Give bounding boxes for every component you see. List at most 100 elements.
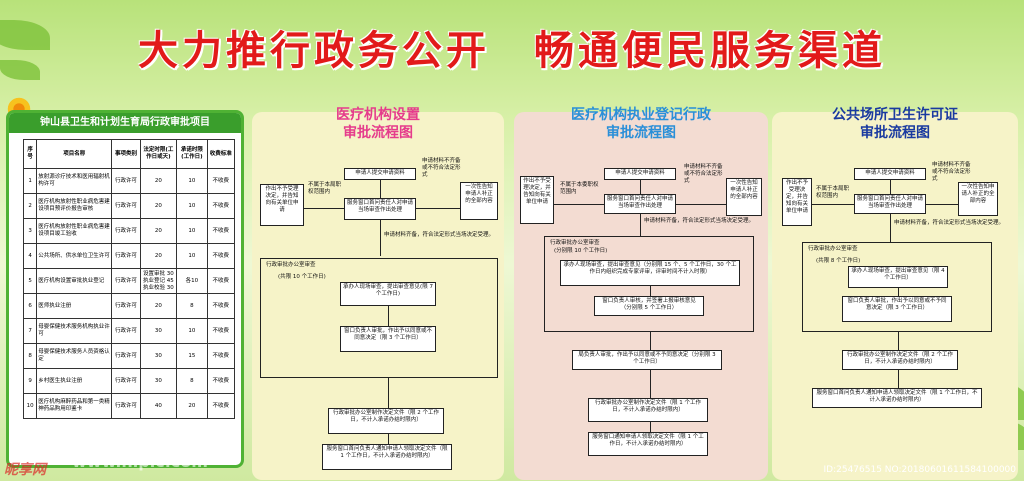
table-cell: 不收费 <box>206 293 236 319</box>
doc-box: 行政审批办公室制作决定文件（限 2 个工作日，不计入承诺办结时限内） <box>842 350 958 370</box>
reject-box: 作出不予受理决定，并告知向有关单位申请 <box>520 176 554 224</box>
table-cell: 不收费 <box>206 343 236 369</box>
table-cell: 20 <box>139 293 178 319</box>
table-cell: 4 <box>22 243 38 269</box>
header-cell: 承诺时限(工作日) <box>176 139 208 169</box>
table-cell: 医疗机构设置审批执业登记 <box>36 268 113 294</box>
not-scope-label: 不属于本局职权范围内 <box>308 182 342 195</box>
table-cell: 不收费 <box>206 193 236 219</box>
doc-box: 行政审批办公室制作决定文件（限 2 个工作日，不计入承诺办结时限内） <box>328 408 444 434</box>
office-review-group <box>802 242 992 332</box>
office-review-group <box>544 236 754 332</box>
table-cell: 10 <box>22 393 38 419</box>
site-review-box: 承办人现场审查，提出审查意见(限 7 个工作日) <box>340 282 436 306</box>
table-cell: 2 <box>22 193 38 219</box>
final-box: 服务窗口首问负责人通知申请人领取决定文件（限 1 个工作日，不计入承诺办结时限内… <box>812 388 982 408</box>
table-cell: 3 <box>22 218 38 244</box>
table-cell: 20 <box>139 218 178 244</box>
table-cell: 10 <box>176 193 208 219</box>
table-cell: 40 <box>139 393 178 419</box>
leader-review-box: 窗口负责人审核，并签署上报审核意见（分别限 5 个工作日） <box>594 296 704 316</box>
approval-items-panel: 钟山县卫生和计划生育局行政审批项目 序号 项目名称 事项类别 法定时限(工作日或… <box>6 110 244 468</box>
table-cell: 7 <box>22 318 38 344</box>
table-cell: 不收费 <box>206 243 236 269</box>
flow-title: 医疗机构执业登记行政 <box>571 107 711 123</box>
doc-box: 行政审批办公室制作决定文件（限 1 个工作日，不计入承诺办结时限内） <box>588 398 708 422</box>
table-cell: 10 <box>176 168 208 194</box>
header-cell: 项目名称 <box>36 139 113 169</box>
table-cell: 8 <box>176 293 208 319</box>
table-cell: 8 <box>176 368 208 394</box>
accept-label: 申请材料齐备，符合法定形式当场决定受理。 <box>644 218 755 224</box>
leader-approve-box: 窗口负责人审批，作出予以同意或不同意决定（限 3 个工作日） <box>340 326 436 352</box>
table-cell: 不收费 <box>206 218 236 244</box>
table-cell: 10 <box>176 243 208 269</box>
table-cell: 20 <box>139 168 178 194</box>
table-cell: 母婴保健技术服务机构执业许可 <box>36 318 113 344</box>
office-label: 行政审批办公室审查 <box>808 246 858 252</box>
table-cell: 行政许可 <box>111 343 141 369</box>
site-review-box: 承办人现场审查，提出审查意见（分别限 15 个、5 个工作日，30 个工作日内组… <box>560 260 740 286</box>
flow-title: 医疗机构设置 <box>336 107 420 123</box>
watermark-url: www.nipic.com <box>72 452 208 471</box>
accept-label: 申请材料齐备，符合法定形式当场决定受理。 <box>894 220 1005 226</box>
table-cell: 医疗机构放射性职业病危害建设项目预评价报告审核 <box>36 193 113 219</box>
table-cell: 30 <box>139 368 178 394</box>
accept-label: 申请材料齐备，符合法定形式当场决定受理。 <box>384 232 495 238</box>
table-cell: 行政许可 <box>111 393 141 419</box>
table-cell: 医师执业注册 <box>36 293 113 319</box>
table-cell: 不收费 <box>206 268 236 294</box>
flow-title: 公共场所卫生许可证 <box>832 107 958 123</box>
table-cell: 10 <box>176 318 208 344</box>
table-cell: 6 <box>22 293 38 319</box>
table-cell: 不收费 <box>206 393 236 419</box>
office-days: (共限 10 个工作日) <box>278 274 326 280</box>
office-label: 行政审批办公室审查 <box>550 240 600 246</box>
table-cell: 9 <box>22 368 38 394</box>
table-cell: 20 <box>176 393 208 419</box>
incomplete-label: 申请材料不齐备或不符合法定形式 <box>932 162 971 182</box>
flow-panel-medical-setup: 医疗机构设置 审批流程图 申请人提交申请资料 申请材料不齐备或不符合法定形式 作… <box>252 107 504 480</box>
table-cell: 各10 <box>176 268 208 294</box>
table-cell: 不收费 <box>206 368 236 394</box>
table-cell: 设置审批 30 执业登记 45 执业校验 30 <box>139 268 178 294</box>
incomplete-label: 申请材料不齐备或不符合法定形式 <box>422 158 461 178</box>
office-label: 行政审批办公室审查 <box>266 262 316 268</box>
header-cell: 法定时限(工作日或天) <box>139 139 178 169</box>
reject-box: 作出不予受理决定，并告知向有关单位申请 <box>260 184 304 226</box>
table-cell: 行政许可 <box>111 193 141 219</box>
table-cell: 行政许可 <box>111 218 141 244</box>
flow-subtitle: 审批流程图 <box>860 125 930 141</box>
table-cell: 不收费 <box>206 318 236 344</box>
office-days: (共限 8 个工作日) <box>816 258 861 264</box>
incomplete-label: 申请材料不齐备或不符合法定形式 <box>684 164 723 184</box>
watermark-brand: 昵享网 <box>4 462 46 478</box>
table-cell: 公共场所、供水单位卫生许可 <box>36 243 113 269</box>
table-cell: 15 <box>176 343 208 369</box>
table-cell: 医疗机构放射性职业病危害建设项目竣工验收 <box>36 218 113 244</box>
window-box: 服务窗口首问责任人对申请当场审查作出处理 <box>604 194 676 214</box>
table-cell: 行政许可 <box>111 318 141 344</box>
table-cell: 行政许可 <box>111 243 141 269</box>
approval-items-heading: 钟山县卫生和计划生育局行政审批项目 <box>9 113 241 133</box>
table-header-row: 序号 项目名称 事项类别 法定时限(工作日或天) 承诺时限(工作日) 收费标准 <box>22 139 236 169</box>
not-scope-label: 不属于本委职权范围内 <box>560 182 599 195</box>
notice-box: 一次性告知申请人补正的全部内容 <box>958 182 998 216</box>
table-cell: 乡村医生执业注册 <box>36 368 113 394</box>
submit-box: 申请人提交申请资料 <box>854 168 926 180</box>
table-cell: 20 <box>139 193 178 219</box>
table-cell: 20 <box>139 243 178 269</box>
flow-panel-public-place: 公共场所卫生许可证 审批流程图 申请人提交申请资料 申请材料不齐备或不符合法定形… <box>772 107 1018 480</box>
not-scope-label: 不属于本局职权范围内 <box>816 186 850 199</box>
bureau-approve-box: 局负责人审批，作出予以同意或不予同意决定（分别限 3 个工作日） <box>572 350 722 370</box>
submit-box: 申请人提交申请资料 <box>344 168 416 180</box>
flow-panel-practice-registration: 医疗机构执业登记行政 审批流程图 申请人提交申请资料 申请材料不齐备或不符合法定… <box>514 107 768 480</box>
table-cell: 母婴保健技术服务人员资格认定 <box>36 343 113 369</box>
